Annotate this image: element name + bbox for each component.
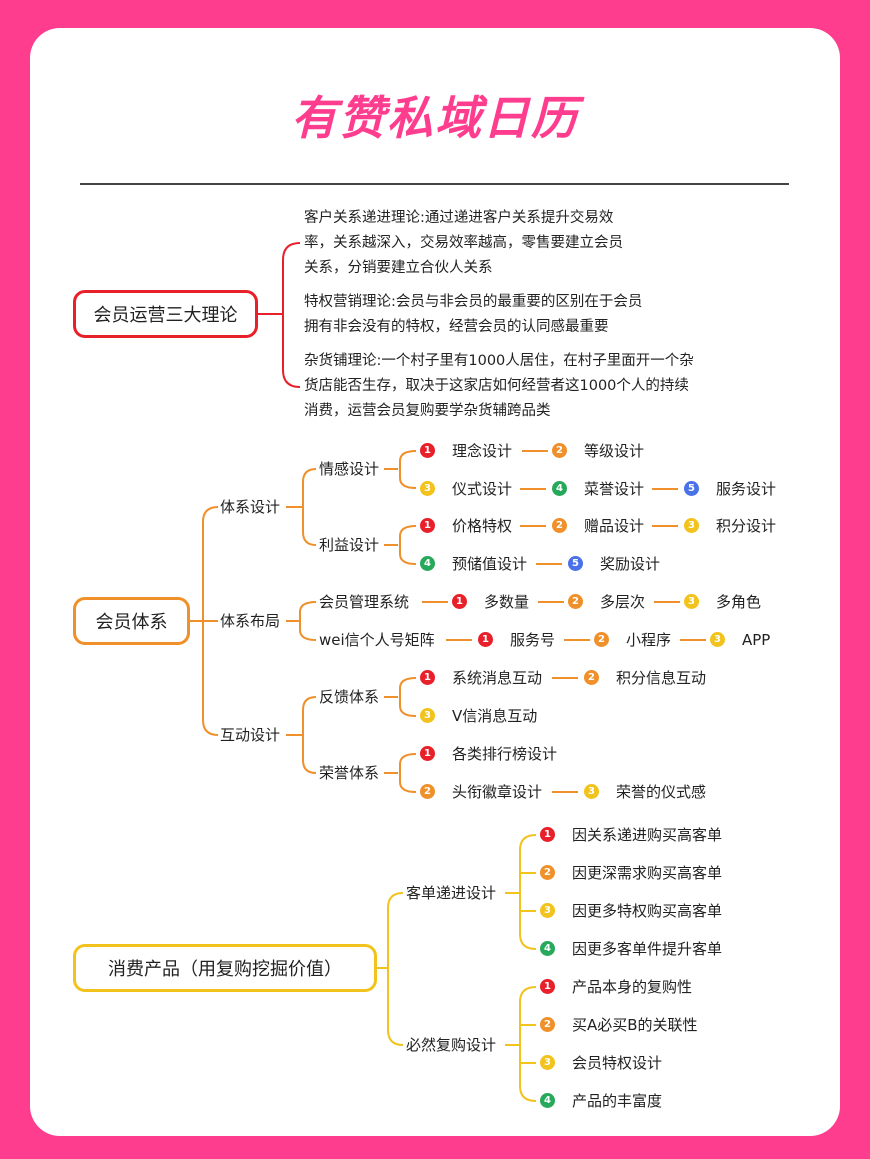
number-badge-1: 1 xyxy=(420,670,435,685)
number-badge-2: 2 xyxy=(584,670,599,685)
leaf-points-message-interaction: 积分信息互动 xyxy=(616,669,707,687)
leaf-more-items-high-order: 因更多客单件提升客单 xyxy=(572,940,723,958)
connector-dash xyxy=(552,791,578,793)
connector-dash xyxy=(520,525,546,527)
leaf-product-repurchase: 产品本身的复购性 xyxy=(572,978,693,996)
number-badge-2: 2 xyxy=(540,865,555,880)
node-feedback-system: 反馈体系 xyxy=(319,688,380,706)
branch-inevitable-repurchase: 必然复购设计 xyxy=(406,1036,497,1054)
leaf-product-richness: 产品的丰富度 xyxy=(572,1092,663,1110)
theory-paragraph-customer-relationship: 客户关系递进理论:通过递进客户关系提升交易效率，关系越深入，交易效率越高，零售要… xyxy=(304,210,623,276)
leaf-system-message-interaction: 系统消息互动 xyxy=(452,669,543,687)
number-badge-2: 2 xyxy=(540,1017,555,1032)
leaf-a-b-association: 买A必买B的关联性 xyxy=(572,1016,698,1034)
leaf-multi-quantity: 多数量 xyxy=(484,593,530,611)
theory-paragraph-grocery-store: 杂货铺理论:一个村子里有1000人居住，在村子里面开一个杂货店能否生存，取决于这… xyxy=(304,353,694,419)
leaf-honor-design: 菜誉设计 xyxy=(584,480,645,498)
leaf-points-design: 积分设计 xyxy=(716,517,777,535)
node-honor-system: 荣誉体系 xyxy=(319,764,380,782)
number-badge-4: 4 xyxy=(540,1093,555,1108)
leaf-multi-role: 多角色 xyxy=(716,593,762,611)
leaf-price-privilege: 价格特权 xyxy=(452,517,513,535)
number-badge-5: 5 xyxy=(568,556,583,571)
connector-dash xyxy=(564,639,590,641)
number-badge-3: 3 xyxy=(710,632,725,647)
branch-system-layout: 体系布局 xyxy=(220,612,281,630)
number-badge-4: 4 xyxy=(552,481,567,496)
leaf-gift-design: 赠品设计 xyxy=(584,517,645,535)
number-badge-1: 1 xyxy=(452,594,467,609)
connector-dash xyxy=(522,450,548,452)
connector-dash xyxy=(520,488,546,490)
connector-dash xyxy=(680,639,706,641)
number-badge-1: 1 xyxy=(420,518,435,533)
node-benefit-design: 利益设计 xyxy=(319,536,380,554)
leaf-level-design: 等级设计 xyxy=(584,442,645,460)
number-badge-3: 3 xyxy=(684,518,699,533)
leaf-concept-design: 理念设计 xyxy=(452,442,513,460)
number-badge-4: 4 xyxy=(420,556,435,571)
leaf-service-account: 服务号 xyxy=(510,631,556,649)
leaf-mini-program: 小程序 xyxy=(626,631,672,649)
number-badge-2: 2 xyxy=(552,443,567,458)
number-badge-1: 1 xyxy=(478,632,493,647)
number-badge-3: 3 xyxy=(420,481,435,496)
leaf-reward-design: 奖励设计 xyxy=(600,555,661,573)
number-badge-2: 2 xyxy=(552,518,567,533)
number-badge-2: 2 xyxy=(568,594,583,609)
branch-order-value-progression: 客单递进设计 xyxy=(406,884,497,902)
branch-interaction-design: 互动设计 xyxy=(220,726,281,744)
leaf-badge-design: 头衔徽章设计 xyxy=(452,783,543,801)
branch-system-design: 体系设计 xyxy=(220,498,281,516)
leaf-ritual-design: 仪式设计 xyxy=(452,480,513,498)
leaf-app: APP xyxy=(742,631,771,649)
connector-dash xyxy=(652,488,678,490)
leaf-honor-ritual: 荣誉的仪式感 xyxy=(616,783,707,801)
root-node-consumer-products: 消费产品（用复购挖掘价值） xyxy=(73,944,377,992)
number-badge-3: 3 xyxy=(540,903,555,918)
leaf-prepaid-design: 预储值设计 xyxy=(452,555,528,573)
leaf-v-message-interaction: V信消息互动 xyxy=(452,707,538,725)
leaf-deeper-needs-high-order: 因更深需求购买高客单 xyxy=(572,864,723,882)
number-badge-1: 1 xyxy=(420,746,435,761)
page-title: 有赞私域日历 xyxy=(291,91,579,145)
connector-dash xyxy=(654,601,680,603)
number-badge-1: 1 xyxy=(540,827,555,842)
number-badge-1: 1 xyxy=(420,443,435,458)
connector-dash xyxy=(536,563,562,565)
leaf-ranking-design: 各类排行榜设计 xyxy=(452,745,558,763)
leaf-privilege-high-order: 因更多特权购买高客单 xyxy=(572,902,723,920)
number-badge-3: 3 xyxy=(684,594,699,609)
number-badge-3: 3 xyxy=(420,708,435,723)
number-badge-3: 3 xyxy=(584,784,599,799)
leaf-service-design: 服务设计 xyxy=(716,480,777,498)
number-badge-2: 2 xyxy=(420,784,435,799)
connector-dash xyxy=(446,639,472,641)
number-badge-4: 4 xyxy=(540,941,555,956)
connector-dash xyxy=(652,525,678,527)
root-node-member-system: 会员体系 xyxy=(73,597,190,645)
leaf-relationship-high-order: 因关系递进购买高客单 xyxy=(572,826,723,844)
node-emotional-design: 情感设计 xyxy=(319,460,380,478)
connector-dash xyxy=(552,677,578,679)
number-badge-5: 5 xyxy=(684,481,699,496)
leaf-multi-level: 多层次 xyxy=(600,593,646,611)
connector-dash xyxy=(422,601,448,603)
number-badge-1: 1 xyxy=(540,979,555,994)
number-badge-3: 3 xyxy=(540,1055,555,1070)
node-wechat-account-matrix: wei信个人号矩阵 xyxy=(319,631,435,649)
title-divider xyxy=(80,183,789,185)
connector-dash xyxy=(538,601,564,603)
number-badge-2: 2 xyxy=(594,632,609,647)
root-node-member-operation-theories: 会员运营三大理论 xyxy=(73,290,258,338)
leaf-member-privilege-design: 会员特权设计 xyxy=(572,1054,663,1072)
node-member-management-system: 会员管理系统 xyxy=(319,593,410,611)
theory-paragraph-privilege-marketing: 特权营销理论:会员与非会员的最重要的区别在于会员拥有非会没有的特权，经营会员的认… xyxy=(304,294,643,335)
